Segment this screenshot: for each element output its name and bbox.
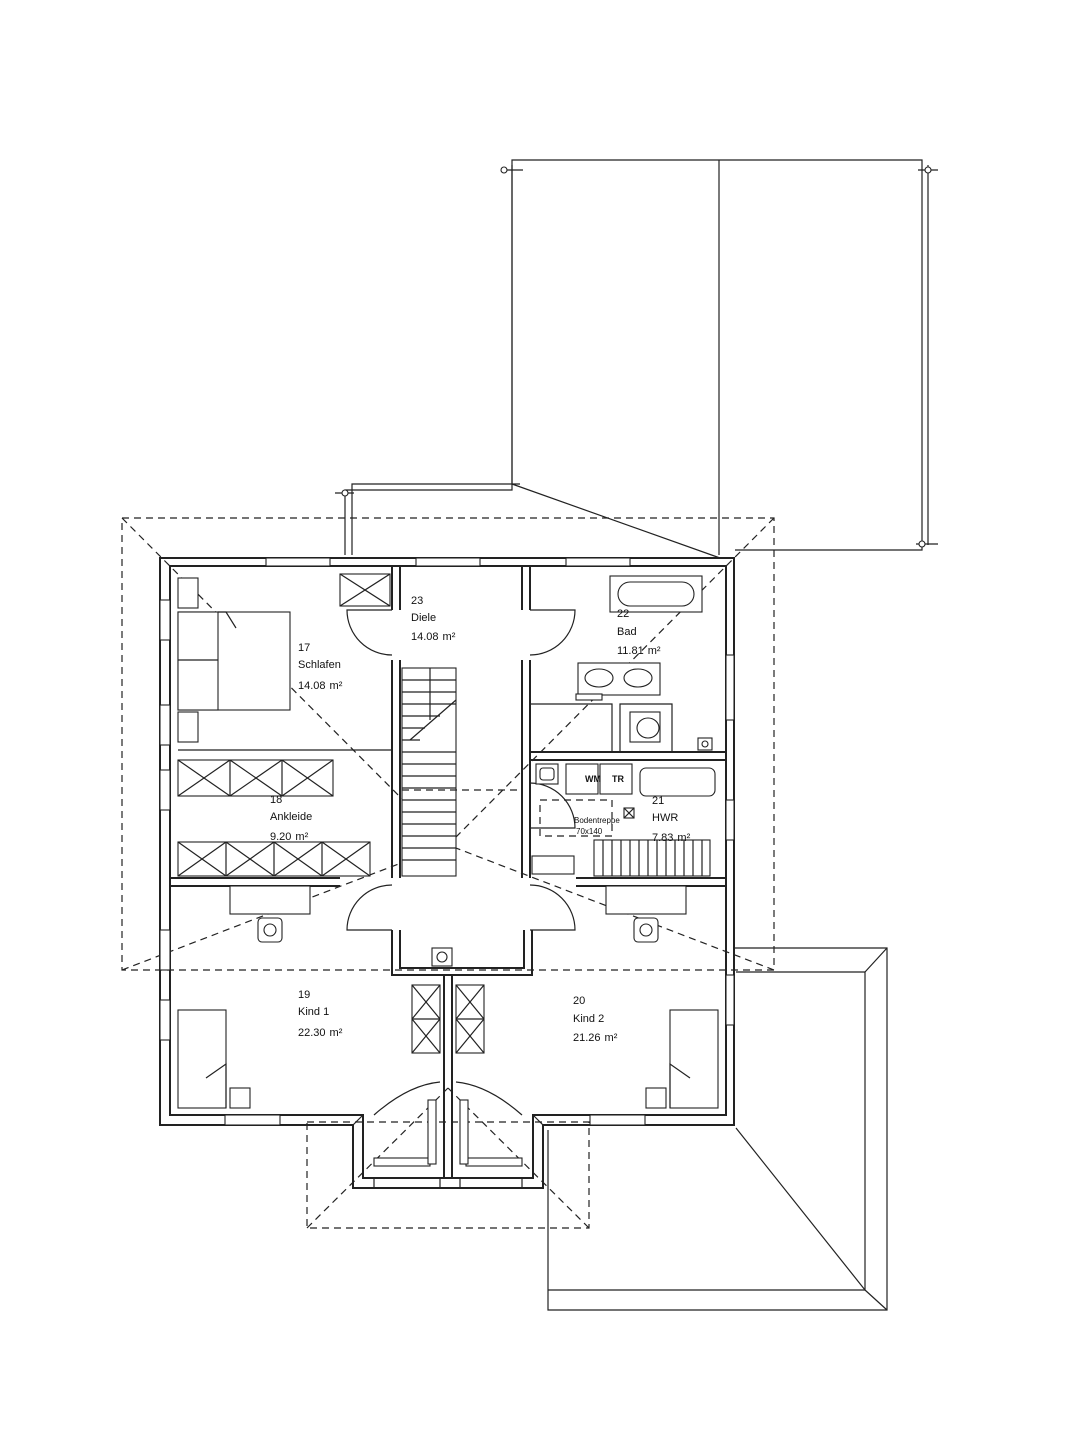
dryer-label: TR (612, 774, 624, 784)
room-unit: m² (330, 1027, 343, 1039)
room-name: Kind 2 (573, 1013, 604, 1025)
attic-stair-size: 70x140 (576, 827, 603, 836)
room-area: 14.08 (298, 680, 326, 692)
staircase (401, 667, 522, 877)
garage-roof (547, 947, 888, 1311)
room-unit: m² (677, 832, 690, 844)
room-number: 20 (573, 995, 585, 1007)
room-number: 17 (298, 642, 310, 654)
room-number: 21 (652, 795, 664, 807)
room-label-kind2: 20 Kind 2 21.26 m² (573, 995, 618, 1044)
lower-wardrobes (373, 984, 523, 1167)
room-label-diele: 23 Diele 14.08 m² (411, 595, 456, 643)
room-label-ankleide: 18 Ankleide 9.20 m² (270, 794, 312, 843)
diele-shaft (431, 947, 453, 967)
room-unit: m² (330, 680, 343, 692)
room-name: Bad (617, 626, 637, 638)
hwr-fixtures (531, 763, 716, 877)
bad-fixtures (575, 575, 713, 751)
room-unit: m² (443, 631, 456, 643)
doors (346, 609, 576, 931)
room-unit: m² (295, 831, 308, 843)
room-number: 22 (617, 608, 629, 620)
room-area: 11.81 (617, 645, 644, 657)
room-unit: m² (605, 1032, 618, 1044)
room-area: 22.30 (298, 1027, 326, 1039)
schlafen-furniture (177, 573, 391, 743)
room-label-bad: 22 Bad 11.81 m² (617, 608, 661, 657)
room-name: Kind 1 (298, 1006, 329, 1018)
windows (159, 557, 735, 1126)
room-label-schlafen: 17 Schlafen 14.08 m² (298, 642, 343, 692)
attic-stair-label: Bodentreppe (574, 816, 620, 825)
room-name: Schlafen (298, 659, 341, 671)
room-name: HWR (652, 812, 678, 824)
room-label-kind1: 19 Kind 1 22.30 m² (298, 989, 343, 1039)
room-unit: m² (648, 645, 661, 657)
kind2-furniture (605, 885, 719, 1109)
ankleide-wardrobes (177, 759, 371, 877)
room-area: 21.26 (573, 1032, 601, 1044)
room-number: 19 (298, 989, 310, 1001)
pergola (335, 159, 938, 559)
room-name: Ankleide (270, 811, 312, 823)
room-area: 9.20 (270, 831, 291, 843)
room-number: 18 (270, 794, 282, 806)
room-name: Diele (411, 612, 436, 624)
interior-walls (170, 566, 726, 1178)
room-label-hwr: 21 HWR 7.83 m² (652, 795, 691, 844)
washing-machine-label: WM (585, 774, 601, 784)
room-number: 23 (411, 595, 423, 607)
kind1-furniture (177, 885, 311, 1109)
room-area: 7.83 (652, 832, 673, 844)
room-area: 14.08 (411, 631, 439, 643)
